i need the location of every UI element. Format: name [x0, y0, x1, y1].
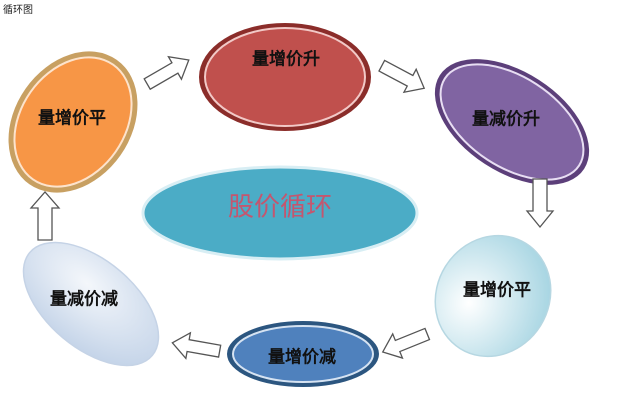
stage-label: 量减价减: [50, 289, 118, 310]
stage-label: 量减价升: [472, 109, 540, 130]
arrow-icon: [143, 55, 190, 91]
arrow-icon: [171, 331, 222, 360]
diagram-title: 循环图: [3, 5, 33, 16]
stage-volume-up-price-up: 量增价升: [199, 23, 371, 131]
arrow-icon: [381, 327, 431, 360]
stage-label: 量增价升: [252, 49, 320, 70]
arrow-icon: [378, 59, 426, 94]
stage-volume-up-price-down: 量增价减: [227, 321, 379, 387]
center-ellipse: 股价循环: [141, 165, 419, 261]
arrow-icon: [29, 191, 61, 241]
stage-volume-up-price-flat-left: [8, 51, 138, 193]
stage-volume-down-price-down: [22, 241, 160, 367]
stage-label: 量增价平: [463, 280, 531, 301]
stage-volume-up-price-flat-right: [434, 234, 552, 358]
stage-label: 量增价减: [268, 347, 336, 368]
center-label: 股价循环: [228, 193, 332, 223]
stage-volume-down-price-up: [434, 59, 590, 185]
stage-label: 量增价平: [38, 108, 106, 129]
arrow-icon: [525, 178, 555, 229]
